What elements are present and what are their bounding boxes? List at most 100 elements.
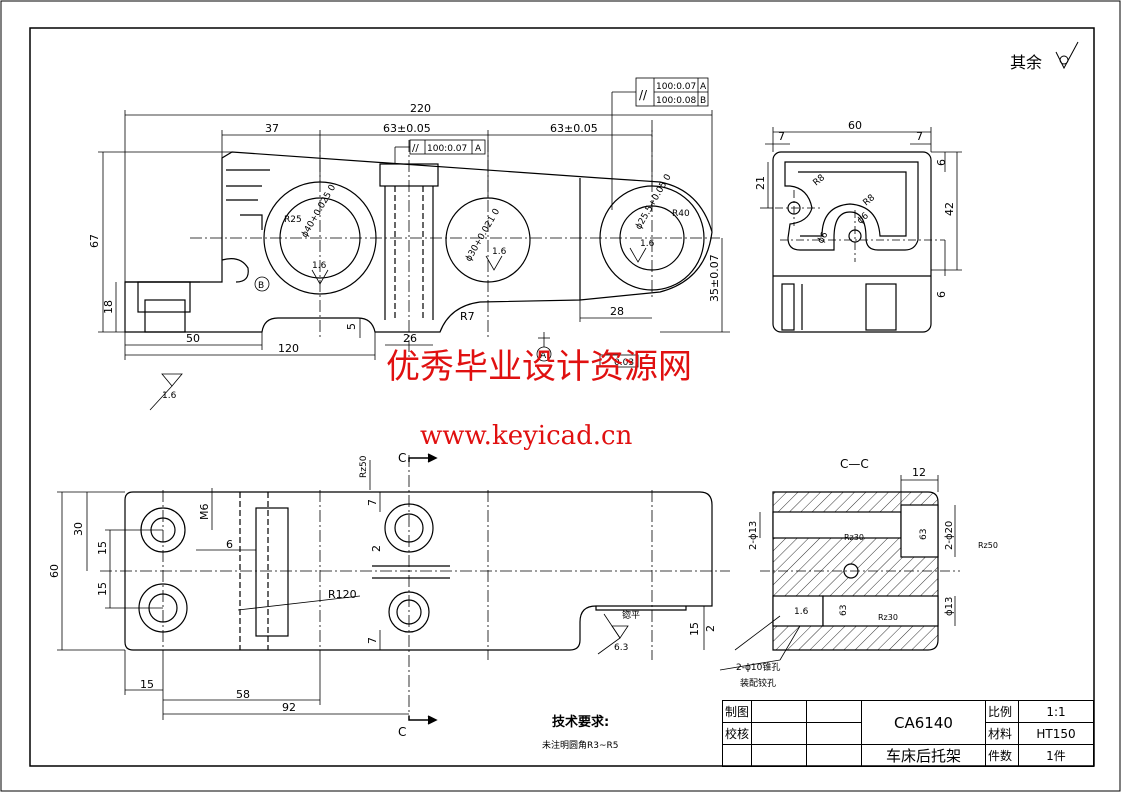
tb-empty-3	[806, 744, 862, 767]
tol-symbol-1: //	[639, 88, 648, 102]
top-dim-92: 92	[282, 701, 296, 714]
top-roughness-symbol	[597, 613, 629, 655]
tol-row2-ref: B	[700, 96, 706, 106]
dim-bore1: ϕ40+0.025 0	[300, 183, 338, 240]
dim-37: 37	[265, 122, 279, 135]
tb-material: HT150	[1018, 722, 1094, 745]
tb-qty: 1件	[1018, 744, 1094, 767]
dim-28: 28	[610, 305, 624, 318]
front-centerlines	[190, 120, 720, 360]
dim-r25: R25	[284, 215, 302, 225]
sec-r16: 1.6	[794, 607, 809, 617]
tol-symbol-mid: //	[412, 143, 419, 154]
datum-b-circle	[254, 276, 270, 292]
sec-63a: 63	[919, 529, 929, 540]
top-dim-15d: 15	[688, 622, 701, 636]
dim-35: 35±0.07	[708, 254, 721, 302]
dim-26: 26	[403, 332, 417, 345]
tb-scale: 1:1	[1018, 700, 1094, 723]
side-dim-6a: 6	[935, 159, 948, 166]
section-markers	[408, 453, 438, 725]
sec-dim-12: 12	[912, 466, 926, 479]
section-c-top: C	[398, 451, 406, 465]
side-phi6a: ϕ6	[816, 230, 831, 245]
top-rz50: Rz50	[359, 455, 369, 478]
roughness-rest-icon	[1055, 41, 1079, 70]
dim-220: 220	[410, 102, 431, 115]
dim-67: 67	[88, 234, 101, 248]
tb-material-label: 材料	[985, 722, 1019, 745]
sec-rz30b: Rz30	[878, 613, 898, 622]
sec-hole-note: 2-ϕ10锥孔	[736, 661, 780, 673]
tb-checked-value	[751, 722, 807, 745]
top-dimension-lines	[57, 460, 712, 720]
top-dim-15c: 15	[140, 678, 154, 691]
side-dim-60: 60	[848, 119, 862, 132]
side-dimension-lines	[760, 127, 962, 276]
sec-phi20: 2-ϕ20	[944, 521, 955, 550]
sec-phi13a: 2-ϕ13	[748, 521, 759, 550]
dim-63-2: 63±0.05	[550, 122, 598, 135]
sec-phi13b: ϕ13	[944, 597, 955, 616]
rough-1: 1.6	[312, 261, 327, 271]
tol-row2: 100:0.08	[656, 96, 697, 106]
tb-drawn-value	[751, 700, 807, 723]
side-dim-7a: 7	[778, 130, 785, 143]
dim-63-1: 63±0.05	[383, 122, 431, 135]
ref-003: 0.03	[614, 358, 634, 368]
section-title: C—C	[840, 457, 869, 471]
sec-63b: 63	[839, 605, 849, 616]
side-view	[772, 151, 932, 333]
dim-120: 120	[278, 342, 299, 355]
title-block: 制图 CA6140 比例 1:1 校核 材料 HT150 车床后托架 件数 1件	[722, 700, 1094, 767]
top-dim-7b: 7	[366, 637, 379, 644]
tb-checked-label: 校核	[722, 722, 752, 745]
top-lock-note: 锪平	[622, 609, 640, 621]
rough-3: 1.6	[640, 239, 655, 249]
tb-empty-1	[722, 744, 752, 767]
tb-part-no: CA6140	[861, 700, 986, 745]
dim-r40: R40	[672, 209, 690, 219]
tol-mid-ref: A	[475, 144, 482, 154]
side-dim-21: 21	[754, 176, 767, 190]
side-dim-42: 42	[943, 202, 956, 216]
top-dim-6: 6	[226, 538, 233, 551]
datum-b: B	[258, 281, 264, 291]
top-dim-30: 30	[72, 522, 85, 536]
tb-drawn-date	[806, 700, 862, 723]
datum-a-leader	[538, 332, 639, 368]
side-r8b: R8	[862, 193, 878, 209]
dim-18: 18	[102, 300, 115, 314]
section-dims	[719, 475, 960, 671]
section-c-bottom: C	[398, 725, 406, 739]
top-dim-60: 60	[48, 564, 61, 578]
tech-req-title: 技术要求:	[552, 714, 609, 730]
watermark-line1: 优秀毕业设计资源网	[386, 347, 692, 387]
dim-r7: R7	[460, 310, 475, 323]
side-phi6b: ϕ6	[856, 211, 872, 226]
top-dim-15b: 15	[96, 582, 109, 596]
dim-50: 50	[186, 332, 200, 345]
top-dim-58: 58	[236, 688, 250, 701]
side-dim-7b: 7	[916, 130, 923, 143]
sec-rz30a: Rz30	[844, 533, 864, 542]
top-dim-15a: 15	[96, 541, 109, 555]
top-dim-7a: 7	[366, 499, 379, 506]
side-dim-6b: 6	[935, 291, 948, 298]
tolerance-frames	[394, 77, 709, 210]
tech-req-line1: 未注明圆角R3~R5	[542, 739, 619, 751]
tb-qty-label: 件数	[985, 744, 1019, 767]
dim-5: 5	[345, 323, 358, 330]
roughness-rest-label: 其余	[1010, 53, 1042, 72]
inner-frame	[29, 27, 1095, 767]
top-r63: 6.3	[614, 643, 628, 653]
top-dim-2: 2	[370, 545, 383, 552]
tol-mid: 100:0.07	[427, 144, 467, 154]
tb-part-name: 车床后托架	[861, 744, 986, 767]
top-m6: M6	[198, 504, 211, 521]
tol-row1-ref: A	[700, 82, 707, 92]
rough-2: 1.6	[492, 247, 507, 257]
watermark-line2: www.keyicad.cn	[420, 421, 633, 451]
roughness-triangles	[149, 247, 647, 411]
